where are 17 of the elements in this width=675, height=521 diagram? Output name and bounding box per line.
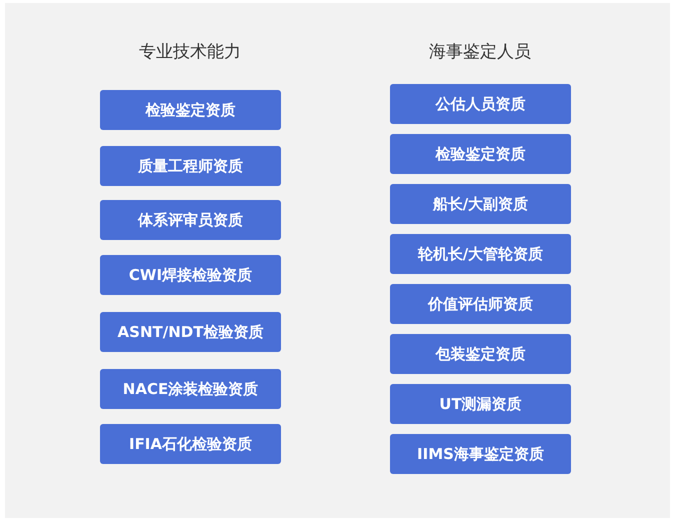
qualification-box: UT测漏资质 bbox=[390, 384, 571, 424]
qualification-box: 包装鉴定资质 bbox=[390, 334, 571, 374]
qualification-box: IIMS海事鉴定资质 bbox=[390, 434, 571, 474]
qualification-box: CWI焊接检验资质 bbox=[100, 255, 281, 295]
qualification-box: 轮机长/大管轮资质 bbox=[390, 234, 571, 274]
qualification-box: 公估人员资质 bbox=[390, 84, 571, 124]
qualification-box: NACE涂装检验资质 bbox=[100, 369, 281, 409]
qualification-box: 体系评审员资质 bbox=[100, 200, 281, 240]
column-heading: 海事鉴定人员 bbox=[429, 41, 531, 63]
qualification-box: 质量工程师资质 bbox=[100, 146, 281, 186]
qualification-box: 检验鉴定资质 bbox=[100, 90, 281, 130]
qualification-box: IFIA石化检验资质 bbox=[100, 424, 281, 464]
column-heading: 专业技术能力 bbox=[139, 41, 241, 63]
qualification-box: 价值评估师资质 bbox=[390, 284, 571, 324]
qualification-box: ASNT/NDT检验资质 bbox=[100, 312, 281, 352]
qualification-box: 检验鉴定资质 bbox=[390, 134, 571, 174]
qualification-box: 船长/大副资质 bbox=[390, 184, 571, 224]
